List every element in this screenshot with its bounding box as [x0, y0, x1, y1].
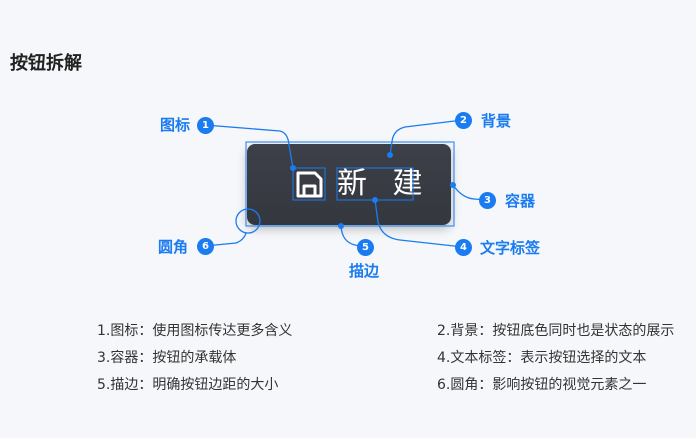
description-5: 5.描边：明确按钮边距的大小 [97, 377, 279, 393]
container-outline [245, 141, 455, 227]
callout-label-radius: 圆角 [158, 238, 189, 256]
description-2: 2.背景：按钮底色同时也是状态的展示 [437, 323, 675, 339]
button-label: 新 建 [337, 166, 431, 201]
callout-label-container: 容器 [505, 192, 536, 210]
description-3: 3.容器：按钮的承载体 [97, 350, 237, 366]
icon-outline [292, 167, 326, 201]
description-6: 6.圆角：影响按钮的视觉元素之一 [437, 377, 647, 393]
line-3 [452, 184, 488, 201]
callout-label-icon: 图标 [160, 116, 191, 134]
callout-number-5: 5 [357, 239, 374, 256]
line-4 [374, 199, 464, 248]
callout-number-2: 2 [455, 112, 472, 129]
callout-number-1: 1 [197, 117, 214, 134]
line-2 [389, 119, 464, 156]
sample-button[interactable] [247, 144, 451, 225]
line-5 [340, 225, 366, 248]
callout-label-stroke: 描边 [349, 262, 380, 280]
callout-number-3: 3 [479, 192, 496, 209]
save-icon [296, 171, 323, 198]
text-outline [336, 167, 414, 201]
description-4: 4.文本标签：表示按钮选择的文本 [437, 350, 647, 366]
callout-label-background: 背景 [481, 112, 512, 130]
callout-number-6: 6 [197, 238, 214, 255]
callout-number-4: 4 [455, 239, 472, 256]
page-title: 按钮拆解 [10, 53, 82, 74]
corner-circle [235, 208, 261, 234]
description-1: 1.图标：使用图标传达更多含义 [97, 323, 293, 339]
line-1 [204, 124, 294, 169]
line-6 [204, 232, 247, 247]
callout-label-text: 文字标签 [480, 239, 541, 257]
